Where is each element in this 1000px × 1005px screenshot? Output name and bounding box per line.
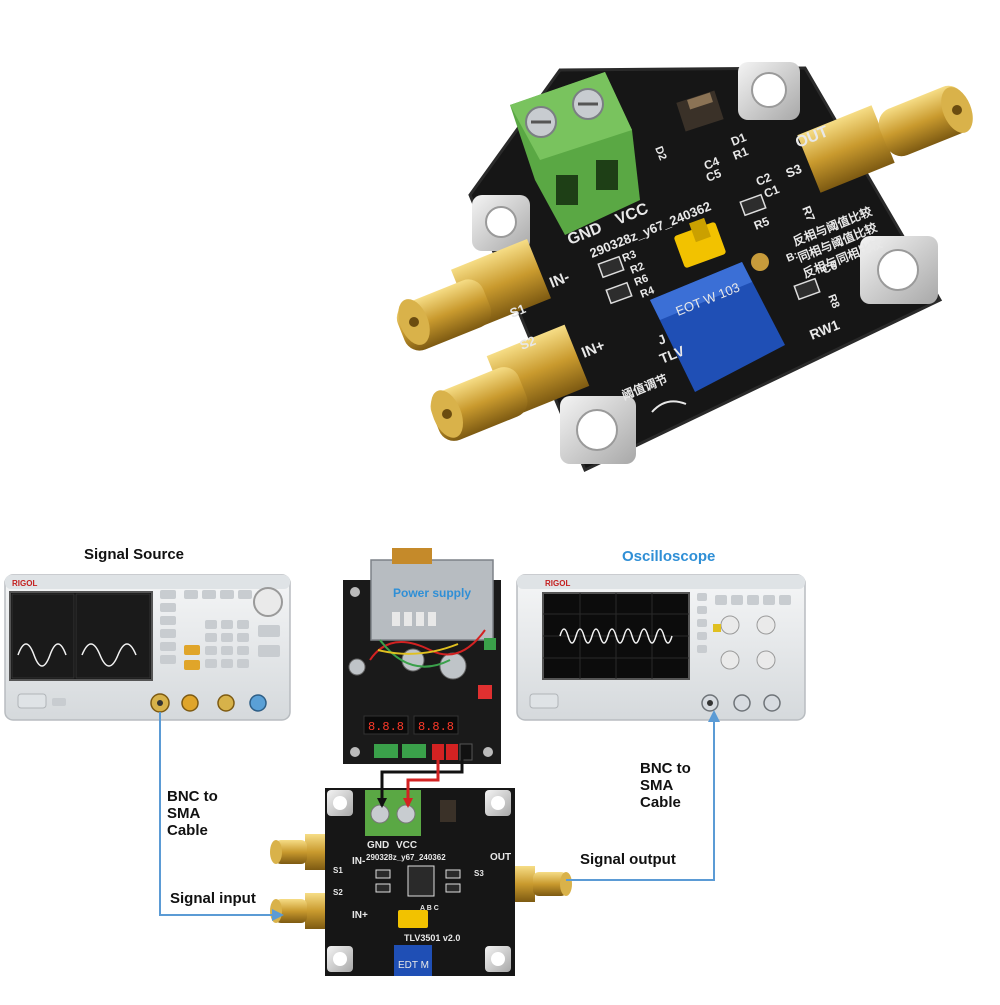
psu-display-2: 8.8.8 — [418, 720, 454, 734]
silk-d2: D2 — [652, 145, 668, 163]
small-jumper — [398, 910, 428, 928]
silk-d1: D1 — [729, 130, 749, 149]
transformer — [370, 559, 494, 641]
small-silk-gnd: GND — [367, 840, 389, 851]
small-silk-in-plus: IN+ — [352, 910, 368, 921]
bnc-output-ch1 — [150, 693, 170, 713]
mounting-hole — [560, 396, 636, 464]
small-silk-chip: TLV3501 v2.0 — [404, 933, 460, 943]
silk-r5: R5 — [752, 214, 772, 233]
mounting-hole — [327, 790, 353, 816]
signal-generator: RIGOL — [4, 574, 291, 721]
scope-brand: RIGOL — [545, 579, 570, 588]
silk-r4: R4 — [639, 284, 657, 301]
silk-r8: R8 — [825, 293, 841, 311]
small-silk-vcc: VCC — [396, 840, 417, 851]
smd-component — [597, 193, 821, 305]
psu-display-1: 8.8.8 — [368, 720, 404, 734]
oscilloscope: RIGOL — [516, 574, 806, 721]
bnc-input-ch1 — [701, 694, 719, 712]
power-supply: Power supply 8.8.8 8.8.8 — [343, 548, 501, 764]
comparator-chip — [407, 865, 435, 897]
signal-source-label: Signal Source — [84, 546, 185, 563]
silk-c4: C4 — [702, 154, 722, 173]
jumper — [674, 217, 726, 268]
small-silk-s1: S1 — [333, 866, 343, 875]
small-sma-in-minus — [270, 834, 325, 870]
silk-c6: C6 — [820, 258, 840, 277]
sma-connector-in-minus — [396, 238, 552, 351]
small-pot-marking: EDT M — [398, 960, 429, 971]
oscilloscope-label: Oscilloscope — [622, 548, 716, 565]
product-photo: GND VCC 290328z_y67_240362 OUT S3 IN- IN… — [396, 62, 973, 473]
silk-r2: R2 — [629, 260, 647, 276]
mounting-hole — [327, 946, 353, 972]
small-sma-out — [515, 866, 572, 902]
terminal-block — [510, 72, 640, 235]
silk-s1: S1 — [508, 301, 528, 321]
silk-s3: S3 — [784, 161, 804, 181]
small-sma-in-plus — [270, 893, 325, 929]
input-cable — [159, 712, 282, 916]
red-wire — [406, 758, 440, 806]
bnc-to-sma-right-label: BNC to SMA Cable — [640, 760, 691, 811]
signal-gen-knob — [253, 587, 283, 617]
small-silk-serial: 290328z_y67_240362 — [366, 853, 446, 862]
small-silk-out: OUT — [490, 852, 511, 863]
scope-waveform — [559, 628, 673, 644]
silk-r1: R1 — [731, 144, 751, 163]
mounting-hole — [485, 790, 511, 816]
silk-r7: R7 — [799, 204, 818, 224]
silk-r3: R3 — [621, 248, 639, 264]
mounting-hole — [738, 62, 800, 120]
black-wire — [380, 758, 464, 806]
small-silk-s2: S2 — [333, 888, 343, 897]
silk-c2: C2 — [754, 170, 774, 189]
silk-r6: R6 — [633, 272, 651, 288]
smd-component — [676, 90, 724, 132]
sma-connector-out — [797, 85, 973, 193]
signal-cables — [159, 710, 720, 921]
rotate-arrow-icon — [651, 400, 687, 413]
small-silk-in-minus: IN- — [352, 856, 365, 867]
silk-c5: C5 — [704, 166, 724, 185]
power-wires — [377, 758, 464, 808]
signal-input-label: Signal input — [170, 890, 256, 907]
silk-in-minus: IN- — [547, 268, 572, 291]
mounting-hole — [860, 236, 938, 304]
comparator-board: GND VCC 290328z_y67_240362 OUT S3 IN- IN… — [270, 788, 572, 976]
mounting-hole — [472, 195, 530, 251]
sma-connector-in-plus — [430, 324, 590, 441]
signal-gen-brand: RIGOL — [12, 579, 37, 588]
signal-output-label: Signal output — [580, 851, 676, 868]
silk-s2: S2 — [518, 333, 538, 353]
trim-potentiometer — [650, 253, 785, 392]
small-jumper-letters: A B C — [420, 905, 439, 912]
mounting-hole — [485, 946, 511, 972]
bnc-to-sma-left-label: BNC to SMA Cable — [167, 788, 218, 839]
silk-b: B: — [785, 249, 800, 264]
power-supply-label: Power supply — [393, 586, 471, 600]
small-silk-s3: S3 — [474, 869, 484, 878]
output-cable — [566, 712, 715, 881]
small-trim-pot — [394, 945, 432, 976]
silk-c1: C1 — [762, 182, 782, 201]
